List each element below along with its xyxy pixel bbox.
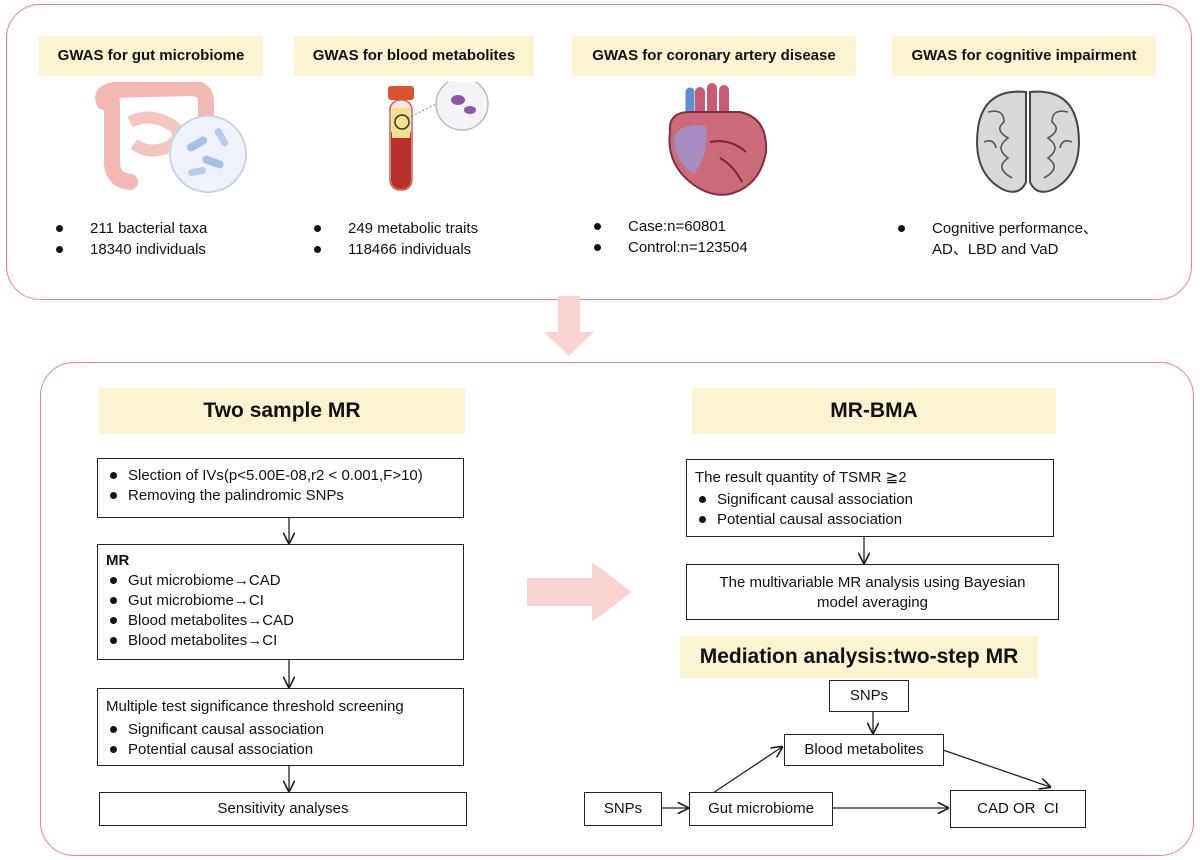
gwas-cad-title: GWAS for coronary artery disease: [572, 36, 856, 76]
mr-box: MR Gut microbiome→CAD Gut microbiome→CI …: [97, 544, 464, 660]
right-arrow-icon: [527, 562, 632, 622]
blood-tube-icon: [388, 82, 489, 191]
list-item: Blood metabolites→CAD: [98, 611, 463, 631]
threshold-box: Multiple test significance threshold scr…: [97, 688, 464, 766]
list-item: Control:n=123504: [594, 237, 748, 258]
analysis-panel: [40, 362, 1194, 856]
list-item: Gut microbiome→CI: [98, 591, 463, 611]
list-item: Slection of IVs(p<5.00E-08,r2 < 0.001,F>…: [98, 466, 463, 486]
snps-left-node: SNPs: [584, 792, 662, 826]
list-item: 18340 individuals: [56, 239, 207, 260]
gut-microbiome-icon: [95, 82, 247, 193]
sensitivity-box-title: Sensitivity analyses: [217, 800, 349, 817]
list-item: Significant causal association: [687, 490, 1053, 510]
heart-icon: [668, 83, 768, 196]
list-item: Gut microbiome→CAD: [98, 571, 463, 591]
list-item: 211 bacterial taxa: [56, 218, 207, 239]
list-item: Cognitive performance、AD、LBD and VaD: [898, 218, 1118, 260]
bayesian-box-title: The multivariable MR analysis using Baye…: [719, 574, 1026, 611]
iv-selection-box: Slection of IVs(p<5.00E-08,r2 < 0.001,F>…: [97, 458, 464, 518]
mr-bma-title: MR-BMA: [692, 388, 1056, 434]
two-sample-mr-title: Two sample MR: [99, 388, 465, 434]
gut-microbiome-label: Gut microbiome: [708, 800, 814, 817]
gwas-gut-list: 211 bacterial taxa 18340 individuals: [56, 218, 207, 260]
snps-top-node: SNPs: [829, 680, 909, 712]
tsmr-box: The result quantity of TSMR ≧2 Significa…: [686, 459, 1054, 537]
list-item: 118466 individuals: [314, 239, 478, 260]
gwas-ci-list: Cognitive performance、AD、LBD and VaD: [898, 218, 1118, 260]
mr-box-title: MR: [106, 552, 130, 569]
outcome-node: CAD OR CI: [950, 790, 1086, 828]
tsmr-box-title: The result quantity of TSMR ≧2: [695, 469, 907, 486]
snps-top-label: SNPs: [849, 687, 889, 704]
connector-arrow: [712, 747, 782, 794]
gwas-ci-title: GWAS for cognitive impairment: [892, 36, 1156, 76]
list-item: Potential causal association: [98, 740, 463, 760]
gwas-cad-list: Case:n=60801 Control:n=123504: [594, 216, 748, 258]
snps-left-label: SNPs: [603, 800, 643, 817]
blood-metabolites-label: Blood metabolites: [804, 741, 924, 758]
mediation-title: Mediation analysis:two-step MR: [680, 636, 1038, 678]
list-item: Case:n=60801: [594, 216, 748, 237]
threshold-box-title: Multiple test significance threshold scr…: [106, 698, 404, 715]
connector-arrow: [942, 749, 1050, 787]
list-item: Blood metabolites→CI: [98, 631, 463, 651]
brain-icon: [976, 90, 1080, 193]
gut-microbiome-node: Gut microbiome: [689, 792, 833, 826]
down-arrow-icon: [544, 296, 594, 356]
bayesian-box: The multivariable MR analysis using Baye…: [686, 564, 1059, 620]
blood-metabolites-node: Blood metabolites: [784, 734, 944, 766]
list-item: 249 metabolic traits: [314, 218, 478, 239]
list-item: Potential causal association: [687, 510, 1053, 530]
gwas-panel: [6, 4, 1192, 300]
list-item: Removing the palindromic SNPs: [98, 486, 463, 506]
list-item: Significant causal association: [98, 720, 463, 740]
gwas-gut-title: GWAS for gut microbiome: [39, 36, 263, 76]
sensitivity-box: Sensitivity analyses: [99, 792, 467, 826]
gwas-blood-list: 249 metabolic traits 118466 individuals: [314, 218, 478, 260]
outcome-label: CAD OR CI: [977, 800, 1059, 817]
gwas-blood-title: GWAS for blood metabolites: [294, 36, 534, 76]
